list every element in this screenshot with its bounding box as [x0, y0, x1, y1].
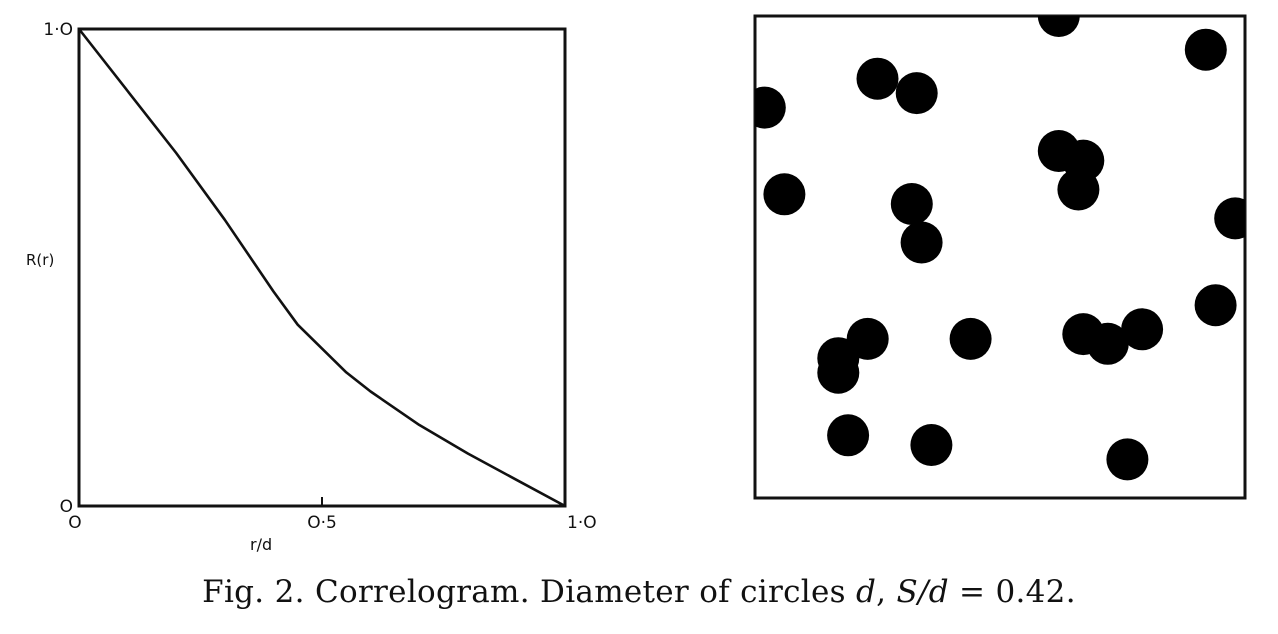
circle-marker [1037, 16, 1080, 37]
caption-equals: = 0.42. [948, 574, 1076, 610]
x-ticks: O O·5 1·O [68, 497, 597, 533]
circle-marker [900, 221, 943, 264]
circle-marker [1184, 28, 1227, 71]
circles-frame [753, 14, 1247, 500]
circle-marker [1214, 197, 1245, 240]
correlogram-frame [77, 27, 567, 508]
caption-ratio: S/d [896, 574, 949, 610]
figure-caption: Fig. 2. Correlogram. Diameter of circles… [0, 574, 1278, 624]
circle-marker [755, 86, 786, 129]
caption-prefix: Fig. 2. Correlogram. Diameter of circles [202, 574, 856, 610]
circle-marker [817, 351, 860, 394]
x-tick-label: O·5 [307, 513, 337, 533]
x-tick-label: O [68, 513, 81, 533]
circles-layer [755, 16, 1245, 481]
y-axis-label: R(r) [26, 251, 54, 269]
circle-marker [1121, 308, 1164, 351]
correlogram-curve [77, 28, 566, 508]
circles-panel [753, 14, 1247, 500]
circle-marker [910, 424, 953, 466]
y-tick-label: 1·O [43, 20, 73, 40]
circle-marker [890, 183, 933, 225]
caption-sep: , [876, 574, 897, 610]
y-tick-label: O [60, 497, 73, 517]
circle-marker [827, 414, 870, 457]
correlogram-plot: O O·5 1·O O 1·O R(r) r/d [26, 20, 597, 554]
caption-d: d [855, 574, 877, 610]
circle-marker [763, 173, 806, 216]
circle-marker [895, 72, 938, 115]
x-axis-label: r/d [250, 535, 272, 554]
circle-marker [1106, 438, 1149, 481]
x-tick-label: 1·O [567, 513, 597, 533]
circle-marker [846, 317, 889, 360]
circle-marker [856, 57, 899, 100]
circle-marker [1086, 322, 1129, 365]
circle-marker [1057, 168, 1100, 211]
circle-marker [1194, 284, 1237, 327]
circle-marker [949, 317, 992, 360]
y-ticks: O 1·O [43, 20, 73, 517]
